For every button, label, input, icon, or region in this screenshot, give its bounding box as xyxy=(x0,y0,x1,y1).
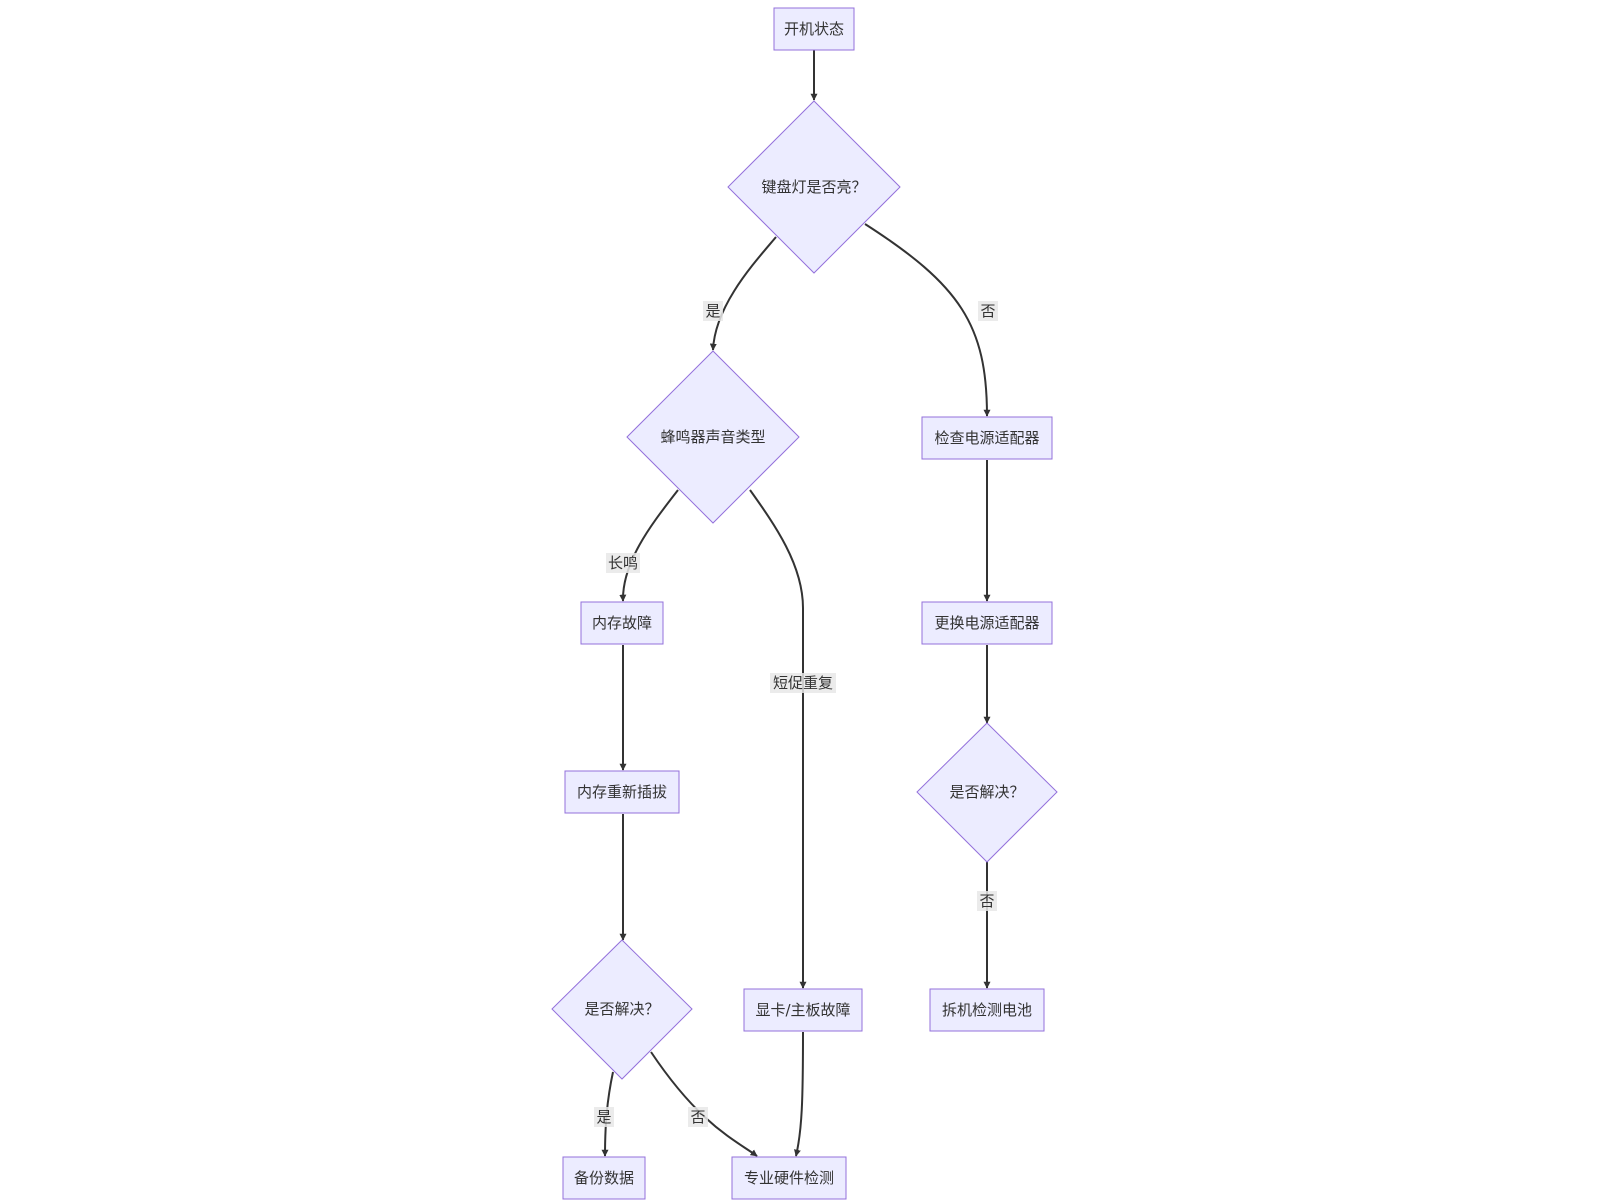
edge-kbd-light-to-beep-type xyxy=(709,236,777,351)
svg-text:是否解决？: 是否解决？ xyxy=(584,1000,659,1018)
decision-beep-type[interactable]: 蜂鸣器声音类型 xyxy=(626,350,800,524)
svg-text:是否解决？: 是否解决？ xyxy=(949,783,1024,801)
svg-text:内存重新插拔: 内存重新插拔 xyxy=(577,783,667,801)
svg-text:否: 否 xyxy=(979,892,994,910)
svg-text:专业硬件检测: 专业硬件检测 xyxy=(744,1169,834,1187)
node-backup[interactable]: 备份数据 xyxy=(562,1156,646,1200)
node-mem-reseat[interactable]: 内存重新插拔 xyxy=(564,770,680,814)
svg-text:短促重复: 短促重复 xyxy=(773,674,833,692)
svg-text:显卡/主板故障: 显卡/主板故障 xyxy=(755,1001,850,1019)
decision-solved-right[interactable]: 是否解决？ xyxy=(916,722,1058,863)
svg-text:内存故障: 内存故障 xyxy=(592,614,652,632)
edge-label-left-yes: 是 xyxy=(594,1107,614,1127)
node-check-adapter[interactable]: 检查电源适配器 xyxy=(921,416,1053,460)
node-replace-adapter[interactable]: 更换电源适配器 xyxy=(921,601,1053,645)
edge-solved-left-to-pro-check xyxy=(650,1051,758,1157)
svg-text:检查电源适配器: 检查电源适配器 xyxy=(934,429,1039,447)
decision-solved-left[interactable]: 是否解决？ xyxy=(551,939,693,1080)
edge-label-kbd-no: 否 xyxy=(978,301,998,321)
edge-label-beep-short: 短促重复 xyxy=(770,673,836,693)
edge-beep-type-to-gpu-board xyxy=(749,489,807,989)
svg-text:拆机检测电池: 拆机检测电池 xyxy=(942,1001,1032,1019)
svg-text:是: 是 xyxy=(705,302,720,320)
svg-text:开机状态: 开机状态 xyxy=(784,20,844,38)
svg-text:更换电源适配器: 更换电源适配器 xyxy=(934,614,1039,632)
edge-gpu-board-to-pro-check xyxy=(794,1031,804,1157)
svg-text:蜂鸣器声音类型: 蜂鸣器声音类型 xyxy=(660,428,765,446)
edge-kbd-light-to-check-adapter xyxy=(864,223,991,417)
node-mem-fault[interactable]: 内存故障 xyxy=(580,601,664,645)
svg-text:长鸣: 长鸣 xyxy=(608,554,638,572)
node-start[interactable]: 开机状态 xyxy=(773,7,855,51)
svg-text:备份数据: 备份数据 xyxy=(574,1169,634,1187)
node-gpu-board[interactable]: 显卡/主板故障 xyxy=(743,988,863,1032)
edge-beep-type-to-mem-fault xyxy=(619,489,679,602)
svg-text:键盘灯是否亮？: 键盘灯是否亮？ xyxy=(761,178,866,196)
edge-label-beep-long: 长鸣 xyxy=(606,553,640,573)
decision-kbd-light[interactable]: 键盘灯是否亮？ xyxy=(727,100,901,274)
node-open-battery[interactable]: 拆机检测电池 xyxy=(929,988,1045,1032)
svg-text:否: 否 xyxy=(690,1108,705,1126)
edge-label-kbd-yes: 是 xyxy=(703,301,723,321)
edge-label-right-no: 否 xyxy=(977,891,997,911)
node-pro-check[interactable]: 专业硬件检测 xyxy=(731,1156,847,1200)
svg-text:否: 否 xyxy=(980,302,995,320)
edge-label-left-no: 否 xyxy=(688,1107,708,1127)
svg-text:是: 是 xyxy=(596,1108,611,1126)
